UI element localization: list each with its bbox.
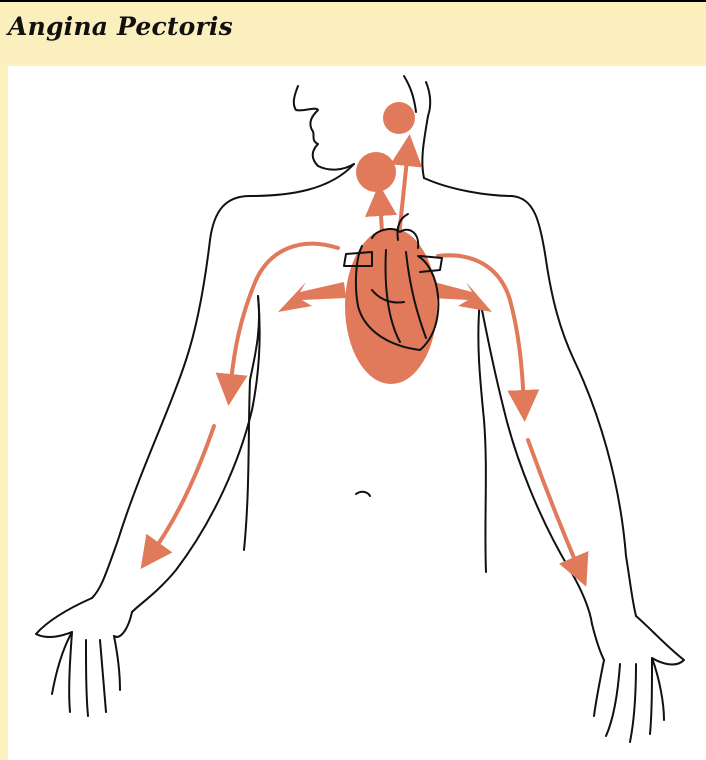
throat-pain-region [356, 152, 396, 192]
right-shoulder-arrow [436, 253, 540, 422]
figure-title: Angina Pectoris [8, 12, 233, 41]
left-forearm-arrow [140, 424, 216, 569]
heart-icon [343, 213, 443, 351]
radiation-arrows [140, 134, 589, 587]
left-shoulder-arrow [215, 241, 340, 406]
right-forearm-arrow [526, 438, 589, 587]
left-chest-spread-arrow [278, 282, 346, 312]
body-outline [35, 75, 685, 743]
chest-up-arrow [365, 184, 397, 234]
figure-header: Angina Pectoris [0, 2, 706, 64]
illustration-panel [8, 66, 706, 760]
right-chest-spread-arrow [432, 282, 492, 312]
top-rule [0, 0, 706, 2]
jaw-pain-region [383, 102, 415, 134]
